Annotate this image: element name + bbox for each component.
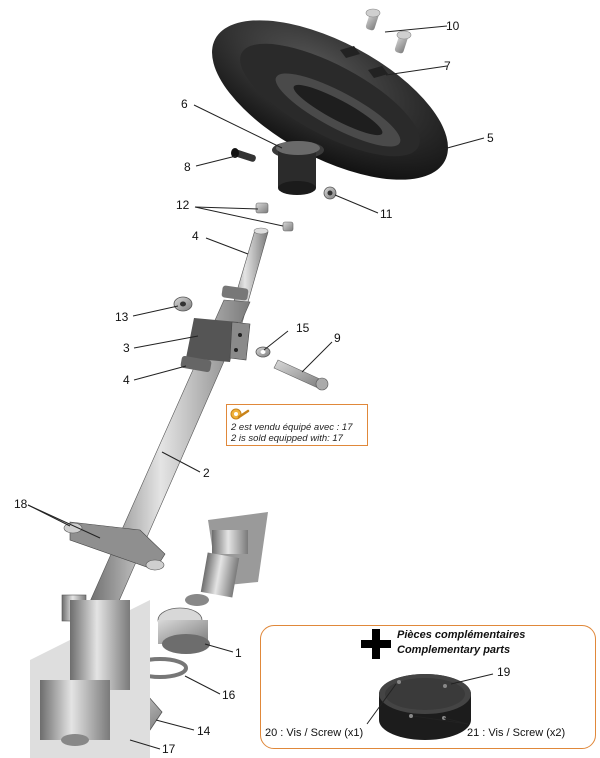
callout-10: 10 xyxy=(446,19,460,33)
lower-column-area xyxy=(30,600,150,758)
leader-lines xyxy=(27,25,485,750)
screws-10 xyxy=(365,8,412,54)
washer-15 xyxy=(255,346,271,358)
callout-16: 16 xyxy=(222,688,236,702)
callout-6: 6 xyxy=(181,97,188,111)
complementary-title-fr: Pièces complémentaires xyxy=(397,629,526,641)
callout-12: 12 xyxy=(176,198,190,212)
callout-4-lower: 4 xyxy=(123,373,130,387)
callout-5: 5 xyxy=(487,131,494,145)
callout-9: 9 xyxy=(334,331,341,345)
complementary-parts-panel: Pièces complémentaires Complementary par… xyxy=(260,625,596,749)
part-19-label: 19 xyxy=(497,665,511,679)
wrench-badge-icon xyxy=(230,408,250,420)
hub-6 xyxy=(272,141,324,195)
note-line-en: 2 is sold equipped with: 17 xyxy=(231,433,343,444)
nut-11 xyxy=(323,186,337,200)
callout-11: 11 xyxy=(380,207,393,221)
callout-3: 3 xyxy=(123,341,130,355)
cap-part-drawing: 19 20 : Vis / Screw (x1) 21 : Vis / Scre… xyxy=(265,665,565,740)
callout-17: 17 xyxy=(162,742,176,756)
callout-14: 14 xyxy=(197,724,211,738)
callout-4-upper: 4 xyxy=(192,229,199,243)
column-housing xyxy=(185,512,268,606)
bolt-8 xyxy=(231,148,256,162)
bushing-1 xyxy=(157,607,210,654)
steering-wheel xyxy=(212,20,448,180)
nut-13 xyxy=(173,296,193,312)
note-box: 2 est vendu équipé avec : 17 2 is sold e… xyxy=(226,404,368,446)
note-line-fr: 2 est vendu équipé avec : 17 xyxy=(231,422,353,433)
callout-13: 13 xyxy=(115,310,129,324)
callout-15: 15 xyxy=(296,321,310,335)
clips-7 xyxy=(340,46,388,78)
callout-7: 7 xyxy=(444,59,451,73)
part-20-label: 20 : Vis / Screw (x1) xyxy=(265,727,363,739)
callout-labels: 10 7 6 5 8 12 11 4 13 15 9 3 4 2 18 1 16… xyxy=(14,19,494,756)
part-21-label: 21 : Vis / Screw (x2) xyxy=(467,727,565,739)
bushings-12 xyxy=(255,202,294,232)
callout-2: 2 xyxy=(203,466,210,480)
plus-icon xyxy=(361,629,391,659)
steering-shaft xyxy=(61,227,269,622)
callout-1: 1 xyxy=(235,646,242,660)
complementary-title-en: Complementary parts xyxy=(397,644,511,656)
callout-18: 18 xyxy=(14,497,28,511)
callout-8: 8 xyxy=(184,160,191,174)
bolt-9 xyxy=(273,359,329,391)
